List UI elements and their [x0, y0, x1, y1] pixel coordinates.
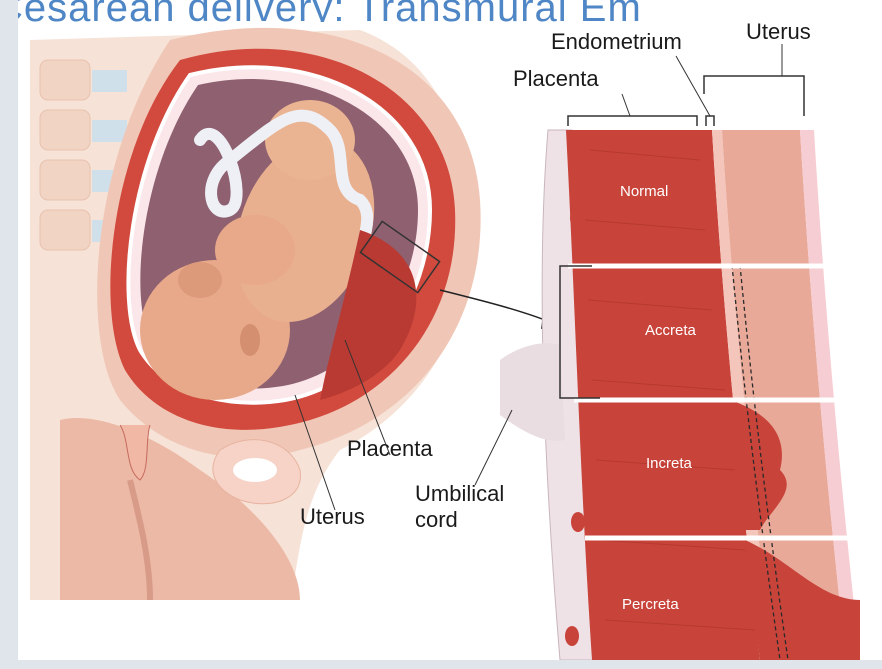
slide-bottom-margin [0, 660, 882, 669]
label-umbilical-line2: cord [415, 508, 458, 532]
layer-label-percreta: Percreta [622, 596, 679, 613]
label-endometrium: Endometrium [551, 30, 682, 54]
placenta-bracket [568, 116, 697, 126]
label-placenta-mid: Placenta [347, 437, 433, 461]
label-placenta-top: Placenta [513, 67, 599, 91]
endometrium-bracket [706, 116, 714, 126]
umbilical-cord-stub [500, 343, 565, 441]
label-umbilical-line1: Umbilical [415, 482, 504, 506]
label-uterus-bottom: Uterus [300, 505, 365, 529]
layer-cross-section [475, 44, 860, 660]
layer-label-increta: Increta [646, 455, 692, 472]
label-uterus-top: Uterus [746, 20, 811, 44]
slide-left-margin [0, 0, 18, 669]
abdomen-illustration [30, 28, 481, 600]
layer-label-accreta: Accreta [645, 322, 696, 339]
uterus-bracket [704, 76, 804, 116]
layer-label-normal: Normal [620, 183, 668, 200]
